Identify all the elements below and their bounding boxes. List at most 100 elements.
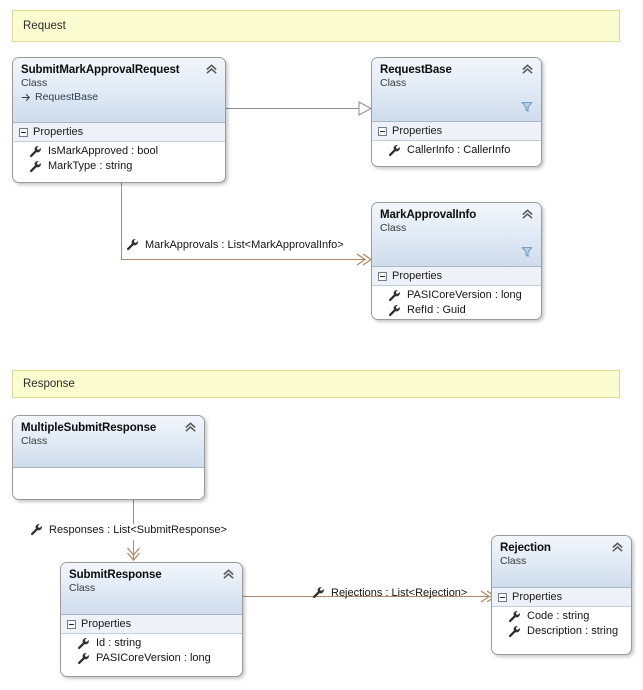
- expander-minus-icon[interactable]: [498, 592, 507, 602]
- class-name-multiple-submit-response: MultipleSubmitResponse: [21, 422, 157, 434]
- wrench-icon: [30, 523, 42, 536]
- class-member-label: Code : string: [527, 610, 590, 622]
- class-members-multiple-submit-response-empty: [13, 468, 204, 499]
- section-banner-response-label: Response: [23, 378, 75, 390]
- filter-funnel-icon[interactable]: [521, 101, 533, 113]
- class-header-mark-approval-info: MarkApprovalInfo Class: [372, 203, 541, 267]
- wrench-icon: [508, 625, 520, 638]
- wrench-icon: [388, 304, 400, 317]
- class-section-label: Properties: [392, 270, 443, 282]
- wrench-icon: [77, 652, 89, 665]
- expander-minus-icon[interactable]: [19, 127, 28, 137]
- association-label-rejections: Rejections : List<Rejection>: [312, 586, 467, 599]
- association-label-rejections-text: Rejections : List<Rejection>: [331, 586, 468, 599]
- section-banner-request[interactable]: Request: [12, 10, 620, 42]
- class-section-header-properties-request-base[interactable]: Properties: [372, 122, 541, 141]
- class-box-request-base[interactable]: RequestBase Class Properties CallerInfo …: [371, 57, 542, 167]
- association-arrowhead-responses-icon: [127, 547, 140, 561]
- class-member-row[interactable]: CallerInfo : CallerInfo: [378, 143, 535, 158]
- expander-minus-icon[interactable]: [378, 271, 387, 281]
- class-box-submit-mark-approval-request[interactable]: SubmitMarkApprovalRequest Class RequestB…: [12, 57, 226, 183]
- inheritance-arrowhead-icon: [358, 101, 373, 116]
- inheritance-arrow-icon: [21, 93, 31, 101]
- class-member-label: MarkType : string: [48, 160, 133, 172]
- class-section-label: Properties: [512, 591, 563, 603]
- class-member-row[interactable]: PASICoreVersion : long: [67, 651, 236, 666]
- class-section-label: Properties: [33, 126, 84, 138]
- collapse-chevron-icon[interactable]: [222, 568, 235, 581]
- class-member-row[interactable]: MarkType : string: [19, 159, 219, 174]
- class-member-label: Description : string: [527, 625, 619, 637]
- collapse-chevron-icon[interactable]: [611, 541, 624, 554]
- class-base-submit-mark-approval-request: RequestBase: [21, 90, 217, 104]
- wrench-icon: [388, 289, 400, 302]
- collapse-chevron-icon[interactable]: [521, 63, 534, 76]
- class-section-label: Properties: [392, 125, 443, 137]
- class-header-submit-response: SubmitResponse Class: [61, 563, 242, 615]
- class-section-header-properties-submit-mark-approval-request[interactable]: Properties: [13, 123, 225, 142]
- class-member-label: PASICoreVersion : long: [407, 289, 522, 301]
- wrench-icon: [29, 145, 41, 158]
- class-box-submit-response[interactable]: SubmitResponse Class Properties Id : str…: [60, 562, 243, 677]
- association-line-vertical-responses-lower: [133, 540, 134, 560]
- association-label-responses-text: Responses : List<SubmitResponse>: [49, 523, 227, 536]
- class-member-label: Id : string: [96, 637, 142, 649]
- expander-minus-icon[interactable]: [378, 126, 387, 136]
- class-box-mark-approval-info[interactable]: MarkApprovalInfo Class Properties PASICo…: [371, 202, 542, 320]
- class-member-label: PASICoreVersion : long: [96, 652, 211, 664]
- wrench-icon: [508, 610, 520, 623]
- class-members-rejection: Code : string Description : string: [492, 607, 631, 644]
- class-member-row[interactable]: Description : string: [498, 624, 625, 639]
- collapse-chevron-icon[interactable]: [521, 208, 534, 221]
- class-name-mark-approval-info: MarkApprovalInfo: [380, 209, 477, 221]
- association-line-horizontal-rejections: [243, 596, 491, 597]
- class-member-row[interactable]: PASICoreVersion : long: [378, 288, 535, 303]
- collapse-chevron-icon[interactable]: [205, 63, 218, 76]
- class-stereotype-submit-response: Class: [69, 582, 96, 594]
- class-member-row[interactable]: Code : string: [498, 609, 625, 624]
- class-section-label: Properties: [81, 618, 132, 630]
- class-name-submit-response: SubmitResponse: [69, 569, 162, 581]
- class-stereotype-rejection: Class: [500, 555, 527, 567]
- class-members-submit-response: Id : string PASICoreVersion : long: [61, 634, 242, 671]
- class-header-submit-mark-approval-request: SubmitMarkApprovalRequest Class RequestB…: [13, 58, 225, 123]
- wrench-icon: [312, 586, 324, 599]
- association-label-markapprovals: MarkApprovals : List<MarkApprovalInfo>: [126, 238, 344, 251]
- class-stereotype-submit-mark-approval-request: Class: [21, 77, 48, 89]
- expander-minus-icon[interactable]: [67, 619, 76, 629]
- class-stereotype-request-base: Class: [380, 77, 407, 89]
- association-line-vertical-responses: [133, 500, 134, 524]
- section-banner-response[interactable]: Response: [12, 370, 620, 398]
- filter-funnel-icon[interactable]: [521, 246, 533, 258]
- association-label-responses: Responses : List<SubmitResponse>: [30, 523, 227, 536]
- association-line-horizontal-markapprovals: [121, 259, 366, 260]
- class-name-submit-mark-approval-request: SubmitMarkApprovalRequest: [21, 64, 180, 76]
- class-member-row[interactable]: Id : string: [67, 636, 236, 651]
- class-name-request-base: RequestBase: [380, 64, 452, 76]
- class-member-row[interactable]: RefId : Guid: [378, 303, 535, 318]
- class-base-label-submit-mark-approval-request: RequestBase: [35, 91, 99, 103]
- class-name-rejection: Rejection: [500, 542, 551, 554]
- class-members-submit-mark-approval-request: IsMarkApproved : bool MarkType : string: [13, 142, 225, 179]
- collapse-chevron-icon[interactable]: [184, 421, 197, 434]
- class-box-multiple-submit-response[interactable]: MultipleSubmitResponse Class: [12, 415, 205, 500]
- inheritance-line-horizontal: [226, 108, 366, 109]
- class-stereotype-multiple-submit-response: Class: [21, 435, 48, 447]
- class-section-header-properties-submit-response[interactable]: Properties: [61, 615, 242, 634]
- class-stereotype-mark-approval-info: Class: [380, 222, 407, 234]
- class-header-rejection: Rejection Class: [492, 536, 631, 588]
- class-member-row[interactable]: IsMarkApproved : bool: [19, 144, 219, 159]
- class-section-header-properties-mark-approval-info[interactable]: Properties: [372, 267, 541, 286]
- wrench-icon: [388, 144, 400, 157]
- class-members-mark-approval-info: PASICoreVersion : long RefId : Guid: [372, 286, 541, 319]
- class-member-label: RefId : Guid: [407, 304, 466, 316]
- class-member-label: CallerInfo : CallerInfo: [407, 144, 511, 156]
- wrench-icon: [29, 160, 41, 173]
- class-box-rejection[interactable]: Rejection Class Properties Code : string: [491, 535, 632, 655]
- class-header-multiple-submit-response: MultipleSubmitResponse Class: [13, 416, 204, 468]
- class-section-header-properties-rejection[interactable]: Properties: [492, 588, 631, 607]
- wrench-icon: [126, 238, 138, 251]
- class-member-label: IsMarkApproved : bool: [48, 145, 159, 157]
- class-header-request-base: RequestBase Class: [372, 58, 541, 122]
